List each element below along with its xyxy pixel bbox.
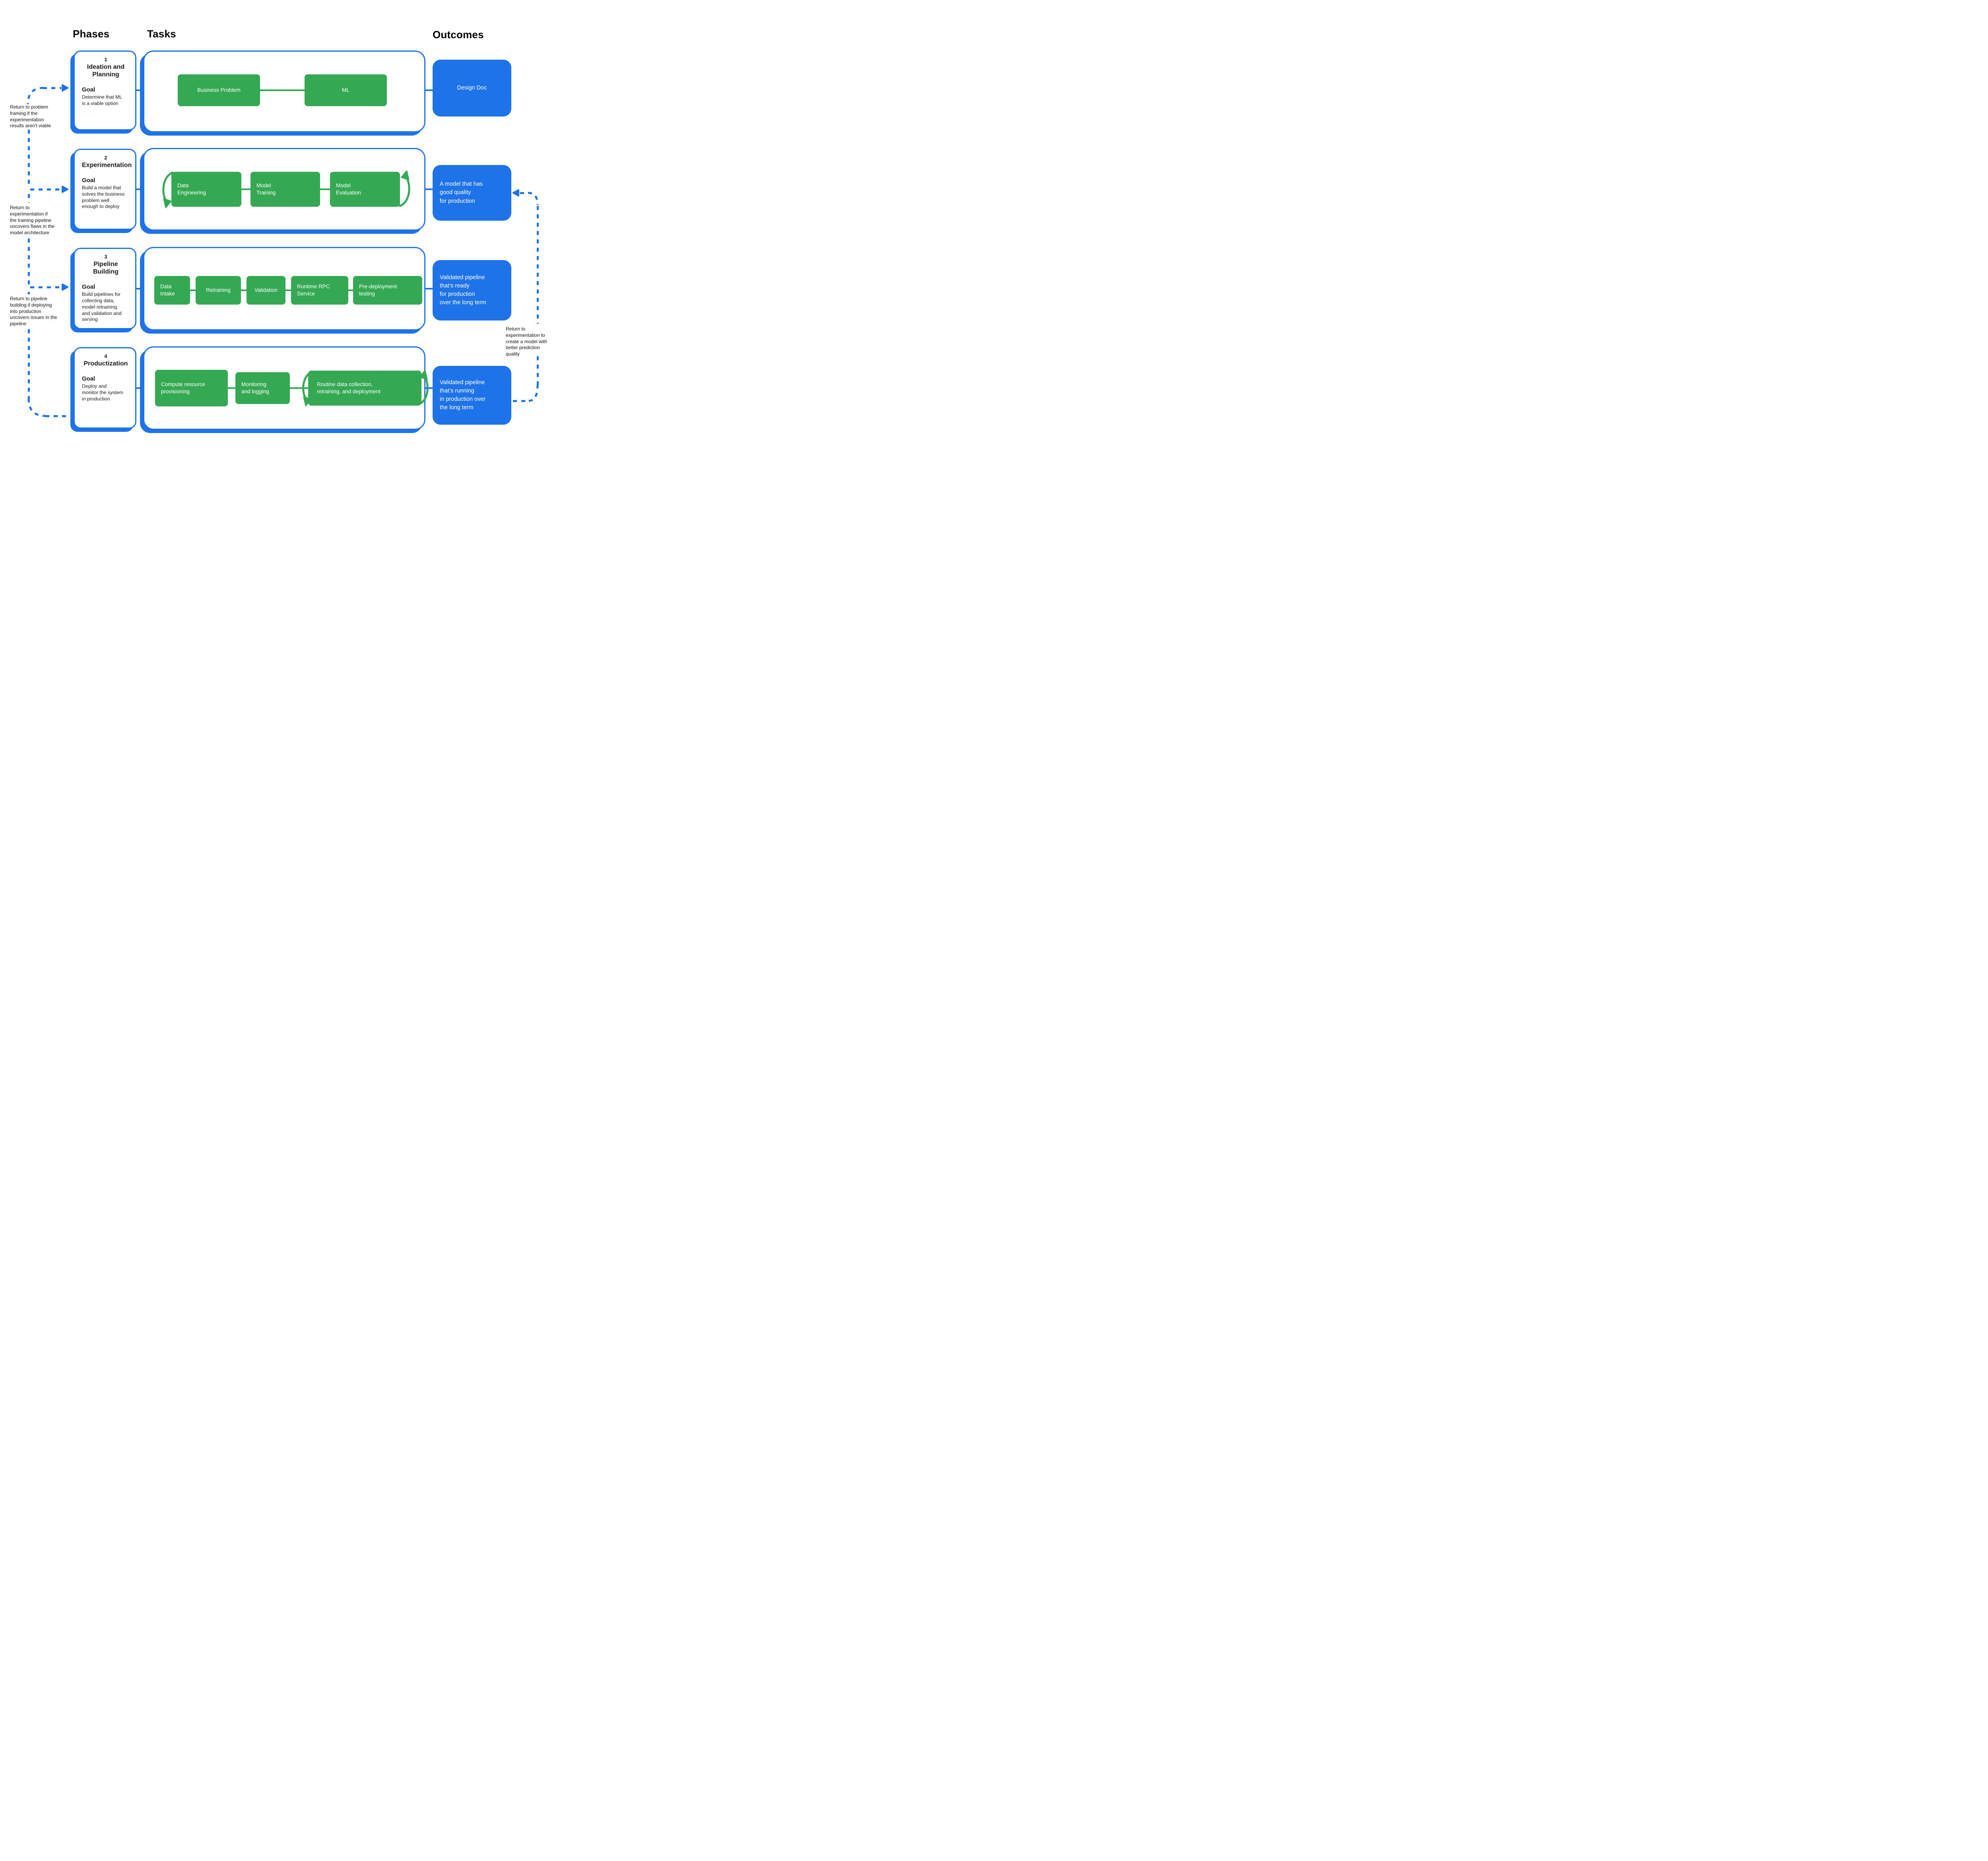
feedback-line-vertical: [28, 130, 30, 187]
phase-card-productization: 4 Productization Goal Deploy and monitor…: [74, 347, 136, 429]
mlops-phases-diagram: Phases Tasks Outcomes 1 Ideation and Pla…: [0, 0, 564, 465]
phase-tasks-connector: [136, 188, 143, 190]
outcome-design-doc: Design Doc: [433, 60, 511, 117]
phase-tasks-connector: [136, 89, 143, 91]
feedback-line-vertical: [28, 292, 30, 294]
task-box-monitoring-and-logging: Monitoring and logging: [235, 372, 290, 404]
feedback-line-to-phase1: [43, 87, 61, 89]
task-box-business-problem: Business Problem: [178, 74, 260, 106]
column-header-phases: Phases: [73, 28, 110, 40]
feedback-corner-bottom-left: [27, 398, 46, 417]
outcome-validated-pipeline-ready: Validated pipeline that’s ready for prod…: [433, 260, 511, 321]
feedback-corner-top-right: [528, 192, 539, 205]
feedback-corner-top-left: [27, 87, 44, 105]
task-connector: [241, 289, 247, 291]
task-box-data-engineering: Data Engineering: [171, 172, 241, 207]
column-header-outcomes: Outcomes: [433, 29, 484, 41]
feedback-line-from-outcome4: [513, 400, 530, 402]
feedback-line-to-phase3: [30, 286, 61, 288]
annotation-return-pipeline-building: Return to pipeline building if deploying…: [10, 296, 57, 327]
phase-title: Experimentation: [82, 162, 132, 169]
feedback-line-from-production: [520, 192, 529, 194]
feedback-line-vertical-right: [536, 206, 539, 324]
tasks-outcome-connector: [425, 188, 433, 190]
goal-label: Goal: [82, 284, 95, 291]
phase-number: 2: [104, 155, 107, 161]
tasks-outcome-connector: [425, 288, 433, 289]
task-connector: [228, 387, 235, 389]
phase-title: Pipeline Building: [93, 261, 118, 276]
arrowhead-right-icon: [62, 186, 68, 193]
arrowhead-right-icon: [62, 84, 68, 91]
goal-text: Build a model that solves the business p…: [82, 185, 125, 210]
feedback-corner-bottom-right: [528, 385, 539, 402]
phase-tasks-connector: [136, 288, 143, 289]
task-connector: [348, 289, 353, 291]
goal-label: Goal: [82, 375, 95, 383]
task-box-ml: ML: [305, 74, 387, 106]
task-connector: [320, 188, 330, 190]
annotation-return-experimentation: Return to experimentation if the trainin…: [10, 205, 55, 236]
loop-arrow-right-icon: [399, 170, 410, 207]
column-header-tasks: Tasks: [147, 28, 176, 40]
goal-text: Determine that ML is a viable option: [82, 94, 122, 107]
feedback-line-to-phase2: [30, 188, 61, 190]
phase-number: 3: [104, 254, 107, 260]
task-box-compute-resource-provisioning: Compute resource provisioning: [155, 370, 228, 406]
task-connector: [285, 289, 291, 291]
phase-tasks-connector: [136, 387, 143, 389]
goal-label: Goal: [82, 177, 95, 184]
phase-card-experimentation: 2 Experimentation Goal Build a model tha…: [74, 149, 136, 230]
phase-number: 4: [104, 353, 107, 359]
annotation-return-problem-framing: Return to problem framing if the experim…: [10, 104, 51, 129]
task-connector: [241, 188, 250, 190]
task-box-model-training: Model Training: [250, 172, 320, 207]
goal-text: Deploy and monitor the system in product…: [82, 383, 123, 402]
arrowhead-left-icon: [513, 189, 519, 196]
phase-card-pipeline-building: 3 Pipeline Building Goal Build pipelines…: [74, 248, 136, 329]
tasks-outcome-connector: [425, 89, 433, 91]
goal-text: Build pipelines for collecting data, mod…: [82, 291, 122, 322]
phase-title: Ideation and Planning: [87, 64, 125, 78]
annotation-return-experimentation-quality: Return to experimentation to create a mo…: [506, 326, 547, 357]
task-box-data-intake: Data Intake: [154, 276, 190, 305]
arrowhead-right-icon: [62, 284, 68, 291]
phase-title: Productization: [83, 360, 128, 367]
goal-label: Goal: [82, 86, 95, 93]
tasks-outcome-connector: [425, 387, 433, 389]
task-box-pre-deployment-testing: Pre-deployment testing: [353, 276, 422, 305]
feedback-line-vertical: [28, 239, 30, 285]
outcome-model-good-quality: A model that has good quality for produc…: [433, 165, 511, 221]
feedback-line-to-phase4: [45, 415, 72, 417]
task-connector: [260, 89, 305, 91]
loop-arrow-left-icon: [162, 171, 174, 208]
task-box-routine-data-collection: Routine data collection, retraining, and…: [308, 371, 421, 406]
task-box-model-evaluation: Model Evaluation: [330, 172, 400, 207]
phase-number: 1: [104, 56, 107, 62]
feedback-line-vertical: [28, 329, 30, 399]
feedback-line-vertical-right: [536, 356, 539, 386]
task-box-retraining: Retraining: [196, 276, 241, 305]
task-connector: [190, 289, 196, 291]
task-connector: [290, 387, 308, 389]
feedback-line-vertical: [28, 194, 30, 203]
task-box-validation: Validation: [247, 276, 285, 305]
loop-arrow-right-icon: [418, 370, 429, 405]
task-box-runtime-rpc-service: Runtime RPC Service: [291, 276, 348, 305]
phase-card-ideation-planning: 1 Ideation and Planning Goal Determine t…: [74, 51, 136, 130]
outcome-validated-pipeline-running: Validated pipeline that’s running in pro…: [433, 366, 511, 425]
